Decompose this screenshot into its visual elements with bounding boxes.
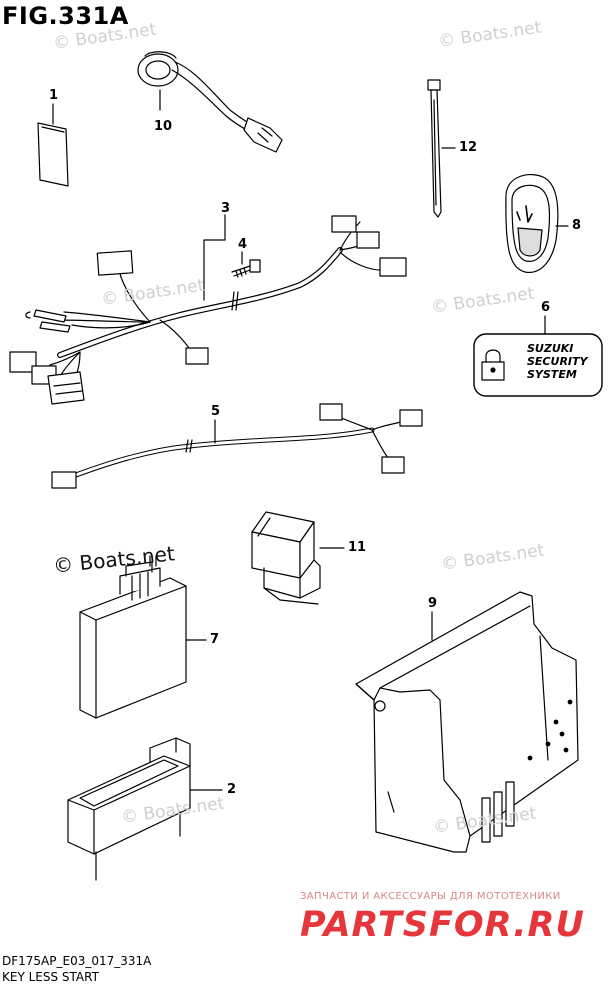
figure-title: FIG.331A xyxy=(2,2,129,30)
callout-1: 1 xyxy=(49,88,59,103)
callout-9: 9 xyxy=(428,596,438,611)
callout-12: 12 xyxy=(459,140,478,155)
part-2-holder xyxy=(67,737,191,881)
sticker-line-2: SECURITY xyxy=(527,355,588,368)
sticker-line-3: SYSTEM xyxy=(527,368,577,381)
part-7-module xyxy=(79,555,187,719)
callout-11: 11 xyxy=(348,540,367,555)
security-sticker-text: SUZUKI SECURITY SYSTEM xyxy=(527,342,587,381)
part-12-cable-tie xyxy=(427,79,442,218)
part-10-sensor xyxy=(137,51,283,153)
part-4-screw xyxy=(231,259,261,278)
leader-3 xyxy=(203,214,226,301)
callout-7: 7 xyxy=(210,632,220,647)
part-11-relay xyxy=(251,511,321,605)
figure-code: DF175AP_E03_017_331A xyxy=(2,954,152,968)
callout-2: 2 xyxy=(227,782,237,797)
promo-brand: PARTSFOR.RU xyxy=(300,905,585,945)
callout-5: 5 xyxy=(211,404,221,419)
callout-6: 6 xyxy=(541,300,551,315)
part-3-main-harness xyxy=(9,215,407,405)
part-5-harness xyxy=(51,403,423,489)
sticker-line-1: SUZUKI xyxy=(527,342,574,355)
figure-caption: KEY LESS START xyxy=(2,970,99,984)
part-8-key-fob xyxy=(505,174,559,273)
part-6-security-sticker xyxy=(473,333,603,397)
part-9-bracket xyxy=(355,591,579,853)
callout-3: 3 xyxy=(221,201,231,216)
promo-tagline: ЗАПЧАСТИ И АКСЕССУАРЫ ДЛЯ МОТОТЕХНИКИ xyxy=(300,891,561,902)
part-1-label-card xyxy=(37,122,69,187)
callout-8: 8 xyxy=(572,218,582,233)
callout-10: 10 xyxy=(154,119,173,134)
callout-4: 4 xyxy=(238,237,248,252)
